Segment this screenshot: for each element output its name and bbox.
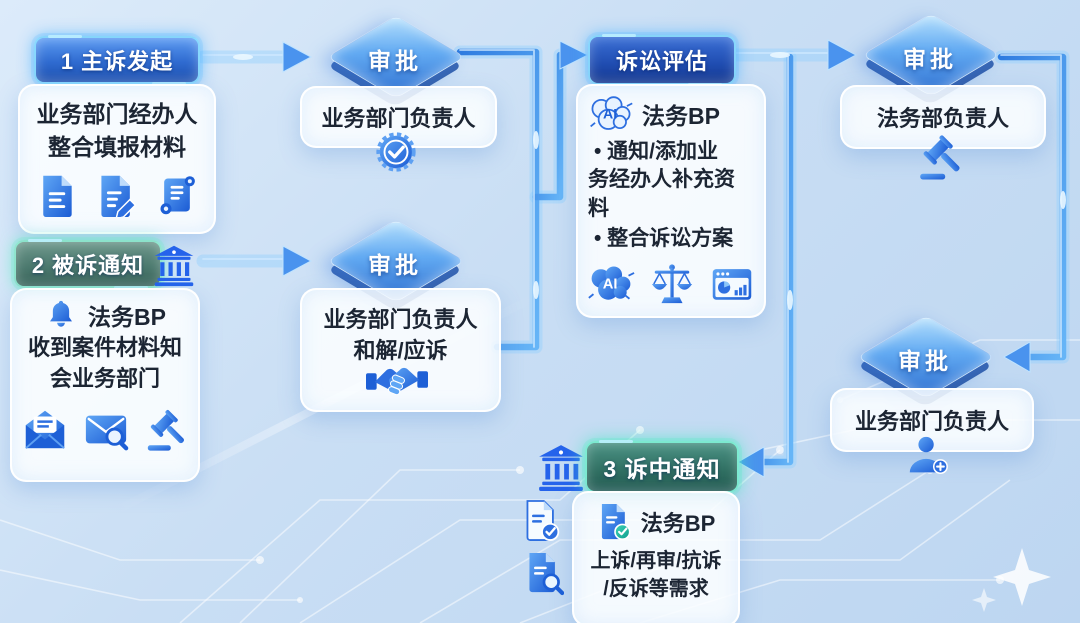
approval2-diamond: 审批 xyxy=(320,212,470,311)
mail-open-icon xyxy=(21,406,69,452)
badge-eval-label: 诉讼评估 xyxy=(615,49,708,74)
badge-step1: 1 主诉发起 xyxy=(34,35,200,85)
arrow-eval-to-approval3 xyxy=(827,39,858,71)
approval4-label: 审批 xyxy=(898,348,952,374)
document-icon xyxy=(35,173,79,218)
approval2-label: 审批 xyxy=(368,252,422,278)
card-step2-heading: 法务BP xyxy=(88,304,166,330)
arrow-merge-to-eval xyxy=(559,40,590,70)
document-edit-icon xyxy=(95,173,139,218)
card-eval: AI 法务BP • 通知/添加业 务经办人补充资 料 • 整合诉讼方案 AI xyxy=(576,84,766,318)
approval2-card: 业务部门负责人 和解/应诉 xyxy=(300,288,501,412)
badge-eval: 诉讼评估 xyxy=(588,34,736,86)
card-step3-heading: 法务BP xyxy=(640,511,716,536)
card-step3-line1: 上诉/再审/抗诉 xyxy=(590,550,722,572)
badge-step3-label: 3 诉中通知 xyxy=(603,456,721,482)
eval-bullet2: • 整合诉讼方案 xyxy=(594,227,734,251)
card-step1: 业务部门经办人 整合填报材料 xyxy=(18,84,216,234)
card-step1-line1: 业务部门经办人 xyxy=(36,101,198,127)
svg-text:AI: AI xyxy=(603,277,618,293)
badge-step2-label: 2 被诉通知 xyxy=(31,253,145,278)
eval-bullet1-line2: 务经办人补充资 xyxy=(588,168,735,192)
approval3-card-text: 法务部负责人 xyxy=(876,106,1009,131)
person-plus-icon xyxy=(905,434,951,480)
arrow-down-to-step3 xyxy=(736,446,765,478)
document-check-icon xyxy=(597,501,633,543)
scales-icon xyxy=(649,261,695,307)
eval-bullet1-line3: 料 xyxy=(588,196,609,220)
handshake-icon xyxy=(366,358,428,402)
card-step2-line1: 收到案件材料知 xyxy=(27,335,182,360)
courthouse-icon xyxy=(152,243,196,287)
mail-search-icon xyxy=(83,406,129,452)
arrow-to-approval4 xyxy=(1002,341,1031,373)
sparkle-star xyxy=(993,548,1051,606)
approval2-card-line1: 业务部门负责人 xyxy=(323,307,478,332)
document-check-icon xyxy=(522,497,562,545)
courthouse-icon xyxy=(536,442,586,492)
card-step3-line2: /反诉等需求 xyxy=(603,578,709,601)
approval4-card-text: 业务部门负责人 xyxy=(854,409,1009,434)
card-eval-heading: 法务BP xyxy=(642,103,720,129)
gavel-icon xyxy=(143,406,189,452)
gavel-icon xyxy=(915,131,965,181)
card-step3: 法务BP 上诉/再审/抗诉 /反诉等需求 xyxy=(572,491,740,623)
card-step2-line2: 会业务部门 xyxy=(49,366,160,392)
eval-bullet1-line1: • 通知/添加业 xyxy=(594,140,719,163)
approval2-card-line2: 和解/应诉 xyxy=(353,338,448,364)
approval3-diamond: 审批 xyxy=(855,6,1005,105)
document-search-icon xyxy=(524,549,564,597)
approval4-diamond: 审批 xyxy=(850,308,1000,407)
badge-step2: 2 被诉通知 xyxy=(14,239,162,289)
approval1-label: 审批 xyxy=(368,48,422,74)
bell-icon xyxy=(44,298,78,332)
svg-text:AI: AI xyxy=(603,105,617,121)
ai-brain-filled-icon: AI xyxy=(587,263,635,305)
card-step2: 法务BP 收到案件材料知 会业务部门 xyxy=(10,288,200,482)
seal-check-icon xyxy=(373,130,419,176)
card-step1-line2: 整合填报材料 xyxy=(48,133,186,160)
approval1-diamond: 审批 xyxy=(320,8,470,107)
badge-step3: 3 诉中通知 xyxy=(585,440,739,494)
ai-brain-icon: AI xyxy=(588,94,634,134)
badge-step1-label: 1 主诉发起 xyxy=(60,49,174,74)
approval1-card-text: 业务部门负责人 xyxy=(321,106,476,131)
scroll-icon xyxy=(155,173,199,217)
arrow-step1-to-approval1 xyxy=(282,41,313,73)
approval3-label: 审批 xyxy=(903,46,957,72)
arrow-step2-to-approval2 xyxy=(282,245,313,277)
chart-icon xyxy=(709,263,755,305)
